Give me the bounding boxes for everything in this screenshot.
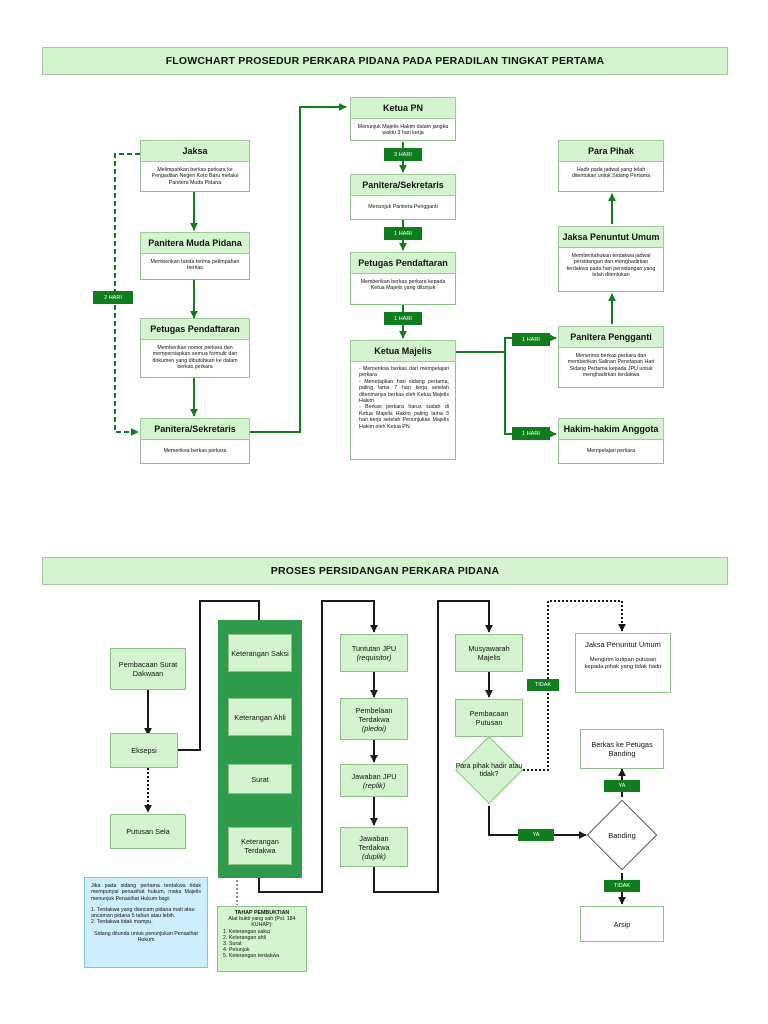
note-item: 3. Surat: [223, 941, 242, 948]
node-title: Petugas Pendaftaran: [140, 318, 250, 340]
persidangan-title: PROSES PERSIDANGAN PERKARA PIDANA: [42, 557, 728, 585]
box-line-italic: (duplik): [362, 851, 386, 861]
node-text: Menunjuk Panitera Pengganti: [350, 196, 456, 220]
pembelaan-terdakwa-box: Pembelaan Terdakwa (pledoi): [340, 698, 408, 740]
label-ya-2: YA: [604, 780, 640, 792]
node-text: Memberitahukan terdakwa jadwal persidang…: [558, 248, 664, 292]
eksepsi-box: Eksepsi: [110, 733, 178, 768]
note-footer: Sidang ditunda untuk penunjukan Penasiha…: [94, 930, 198, 944]
keterangan-terdakwa-box: Keterangan Terdakwa: [228, 827, 292, 865]
node-title: Panitera Pengganti: [558, 326, 664, 348]
node-para-pihak: Para Pihak Hadir pada jadwal yang telah …: [558, 140, 664, 192]
pembacaan-surat-dakwaan-box: Pembacaan Surat Dakwaan: [110, 648, 186, 690]
node-list: - Memeriksa berkas dari mempelajari perk…: [350, 362, 456, 460]
musyawarah-majelis-box: Musyawarah Majelis: [455, 634, 523, 672]
label-tidak-1: TIDAK: [527, 679, 559, 691]
label-tidak-2: TIDAK: [604, 880, 640, 892]
box-line-italic: (pledoi): [361, 723, 387, 733]
node-petugas-pendaftaran-2: Petugas Pendaftaran Memberikan berkas pe…: [350, 252, 456, 305]
node-petugas-pendaftaran-1: Petugas Pendaftaran Memberikan nomor per…: [140, 318, 250, 378]
note-item: 4. Petunjuk: [223, 947, 250, 954]
note-tahap-pembuktian: TAHAP PEMBUKTIAN Alat bukti yang sah (Ps…: [217, 906, 307, 972]
jpu-kutipan-box: Jaksa Penuntut Umum Mengirim kutipan put…: [575, 633, 671, 693]
node-text: Memberikan berkas perkara kepada Ketua M…: [350, 274, 456, 305]
node-text: Hadir pada jadwal yang telah ditentukan …: [558, 162, 664, 192]
box-line: Jawaban Terdakwa: [358, 833, 390, 852]
badge-1-hari-a: 1 HARI: [384, 227, 422, 240]
node-panitera-sekretaris-2: Panitera/Sekretaris Menunjuk Panitera Pe…: [350, 174, 456, 220]
tuntutan-jpu-box: Tuntutan JPU (requisitor): [340, 634, 408, 672]
badge-1-hari-c: 1 HARI: [512, 333, 550, 346]
berkas-ke-petugas-banding-box: Berkas ke Petugas Banding: [580, 729, 664, 769]
jawaban-terdakwa-box: Jawaban Terdakwa (duplik): [340, 827, 408, 867]
node-text: Menunjuk Majelis Hakim dalam jangka wakt…: [350, 119, 456, 141]
box-title: Jaksa Penuntut Umum: [585, 640, 661, 649]
node-panitera-sekretaris-1: Panitera/Sekretaris Memeriksa berkas per…: [140, 418, 250, 464]
note-item: 1. Terdakwa yang diancam pidana mati ata…: [91, 906, 195, 920]
node-title: Hakim-hakim Anggota: [558, 418, 664, 440]
banding-label: Banding: [608, 830, 636, 840]
jawaban-jpu-box: Jawaban JPU (replik): [340, 764, 408, 797]
putusan-sela-box: Putusan Sela: [110, 814, 186, 849]
node-title: Panitera/Sekretaris: [140, 418, 250, 440]
node-title: Petugas Pendaftaran: [350, 252, 456, 274]
note-penasihat-hukum: Jika pada sidang pertama terdakwa tidak …: [84, 877, 208, 968]
node-title: Jaksa Penuntut Umum: [558, 226, 664, 248]
note-item: 2. Keterangan ahli: [223, 934, 266, 941]
note-intro: Jika pada sidang pertama terdakwa tidak …: [91, 883, 201, 902]
list-item: - Berkas perkara harus sudah di Ketua Ma…: [359, 404, 449, 430]
node-title: Ketua PN: [350, 97, 456, 119]
note-subtitle: Alat bukti yang sah (Psl. 184 KUHAP):: [228, 916, 296, 929]
note-item: 5. Keterangan terdakwa: [223, 953, 280, 960]
node-ketua-pn: Ketua PN Menunjuk Majelis Hakim dalam ja…: [350, 97, 456, 141]
box-line-italic: (replik): [362, 780, 386, 790]
keterangan-saksi-box: Keterangan Saksi: [228, 634, 292, 672]
keterangan-ahli-box: Keterangan Ahli: [228, 698, 292, 736]
node-jaksa-penuntut-umum: Jaksa Penuntut Umum Memberitahukan terda…: [558, 226, 664, 292]
flowchart-title: FLOWCHART PROSEDUR PERKARA PIDANA PADA P…: [42, 47, 728, 75]
decision-label: Para pihak hadir atau tidak?: [455, 762, 523, 779]
node-ketua-majelis: Ketua Majelis - Memeriksa berkas dari me…: [350, 340, 456, 460]
label-ya-1: YA: [518, 829, 554, 841]
node-text: Memberikan nomor perkara dan mempersiapk…: [140, 340, 250, 378]
node-jaksa: Jaksa Melimpahkan berkas perkara ke Peng…: [140, 140, 250, 192]
node-panitera-muda-pidana: Panitera Muda Pidana Memberikan tanda te…: [140, 232, 250, 280]
node-text: Melimpahkan berkas perkara ke Pengadilan…: [140, 162, 250, 192]
box-line: Jawaban JPU: [351, 771, 397, 781]
node-title: Panitera/Sekretaris: [350, 174, 456, 196]
note-item: 1. Keterangan saksi: [223, 928, 270, 935]
node-title: Ketua Majelis: [350, 340, 456, 362]
badge-3-hari: 3 HARI: [384, 148, 422, 161]
node-title: Jaksa: [140, 140, 250, 162]
badge-2-hari: 2 HARI: [93, 291, 133, 304]
list-item: - Menetapkan hari sidang pertama, paling…: [359, 378, 449, 405]
badge-1-hari-b: 1 HARI: [384, 312, 422, 325]
node-hakim-hakim-anggota: Hakim-hakim Anggota Mempelajari perkara: [558, 418, 664, 464]
pembacaan-putusan-box: Pembacaan Putusan: [455, 699, 523, 737]
node-text: Memeriksa berkas perkara: [140, 440, 250, 464]
box-line-italic: (requisitor): [356, 653, 392, 662]
node-text: Mempelajari perkara: [558, 440, 664, 464]
badge-1-hari-d: 1 HARI: [512, 427, 550, 440]
list-item: - Memeriksa berkas dari mempelajari perk…: [359, 366, 449, 379]
surat-box: Surat: [228, 764, 292, 794]
box-line: Pembelaan Terdakwa: [355, 705, 393, 724]
note-item: 2. Terdakwa tidak mampu.: [91, 919, 153, 926]
node-text: Memberikan tanda terima pelimpahan berka…: [140, 254, 250, 280]
node-title: Para Pihak: [558, 140, 664, 162]
note-title: TAHAP PEMBUKTIAN: [234, 910, 290, 916]
box-text: Mengirim kutipan putusan kepada pihak ya…: [584, 657, 662, 670]
node-panitera-pengganti: Panitera Pengganti Menerima berkas perka…: [558, 326, 664, 388]
arsip-box: Arsip: [580, 906, 664, 942]
node-title: Panitera Muda Pidana: [140, 232, 250, 254]
box-line: Tuntutan JPU: [351, 644, 397, 653]
node-text: Menerima berkas perkara dan memberikan S…: [558, 348, 664, 388]
